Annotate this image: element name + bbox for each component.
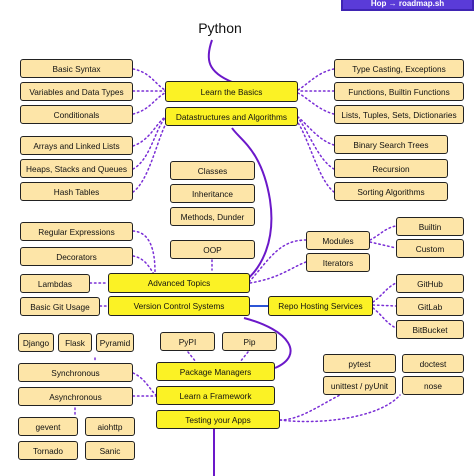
node-lambdas[interactable]: Lambdas (20, 274, 90, 293)
node-hash-tables[interactable]: Hash Tables (20, 182, 133, 201)
node-lists-tuples[interactable]: Lists, Tuples, Sets, Dictionaries (334, 105, 464, 124)
node-sorting[interactable]: Sorting Algorithms (334, 182, 448, 201)
link-github (372, 282, 397, 303)
node-vcs[interactable]: Version Control Systems (108, 296, 250, 316)
node-learn-framework[interactable]: Learn a Framework (156, 386, 275, 405)
node-unittest[interactable]: unittest / pyUnit (323, 376, 396, 395)
node-testing[interactable]: Testing your Apps (156, 410, 280, 429)
node-sanic[interactable]: Sanic (85, 441, 135, 460)
node-pytest[interactable]: pytest (323, 354, 396, 373)
link-regex (132, 230, 156, 273)
node-variables[interactable]: Variables and Data Types (20, 82, 133, 101)
link-bitbucket (372, 307, 397, 329)
node-custom[interactable]: Custom (396, 239, 464, 258)
node-github[interactable]: GitHub (396, 274, 464, 293)
node-pyramid[interactable]: Pyramid (96, 333, 134, 352)
node-package-managers[interactable]: Package Managers (156, 362, 275, 381)
node-nose[interactable]: nose (402, 376, 464, 395)
node-functions[interactable]: Functions, Builtin Functions (334, 82, 464, 101)
node-recursion[interactable]: Recursion (334, 159, 448, 178)
node-arrays[interactable]: Arrays and Linked Lists (20, 136, 133, 155)
link-iterators (249, 261, 307, 284)
link-hash (132, 119, 169, 193)
roadmap-link-button[interactable]: Hop → roadmap.sh (341, 0, 474, 11)
node-conditionals[interactable]: Conditionals (20, 105, 133, 124)
node-oop[interactable]: OOP (170, 240, 255, 259)
node-gitlab[interactable]: GitLab (396, 297, 464, 316)
node-basic-syntax[interactable]: Basic Syntax (20, 59, 133, 78)
spine-path (243, 317, 292, 369)
node-asynchronous[interactable]: Asynchronous (18, 387, 133, 406)
link-pip (239, 351, 249, 363)
node-datastructures[interactable]: Datastructures and Algorithms (165, 107, 298, 126)
node-django[interactable]: Django (18, 333, 54, 352)
link-builtin (369, 225, 397, 241)
link-arrays (132, 116, 166, 147)
node-type-casting[interactable]: Type Casting, Exceptions (334, 59, 464, 78)
node-methods-dunder[interactable]: Methods, Dunder (170, 207, 255, 226)
node-decorators[interactable]: Decorators (20, 247, 133, 266)
node-doctest[interactable]: doctest (402, 354, 464, 373)
node-pip[interactable]: Pip (222, 332, 277, 351)
node-repo-hosting[interactable]: Repo Hosting Services (268, 296, 373, 316)
spine-path (231, 127, 273, 283)
page-title: Python (198, 20, 242, 36)
link-testing (279, 394, 341, 421)
node-advanced-topics[interactable]: Advanced Topics (108, 273, 250, 293)
node-synchronous[interactable]: Synchronous (18, 363, 133, 382)
node-bst[interactable]: Binary Search Trees (334, 135, 448, 154)
link-bst (297, 116, 335, 146)
node-modules[interactable]: Modules (306, 231, 370, 250)
link-custom (369, 241, 397, 249)
link-gitlab (372, 304, 397, 307)
link-type-casting (297, 68, 335, 91)
node-tornado[interactable]: Tornado (18, 441, 78, 460)
link-conditionals (132, 92, 166, 115)
node-gevent[interactable]: gevent (18, 417, 78, 436)
node-classes[interactable]: Classes (170, 161, 255, 180)
node-inheritance[interactable]: Inheritance (170, 184, 255, 203)
link-heaps (132, 117, 166, 170)
node-bitbucket[interactable]: BitBucket (396, 320, 464, 339)
link-lists (297, 92, 335, 115)
node-aiohttp[interactable]: aiohttp (85, 417, 135, 436)
link-basic-syntax (132, 68, 166, 91)
node-builtin[interactable]: Builtin (396, 217, 464, 236)
node-learn-basics[interactable]: Learn the Basics (165, 81, 298, 102)
link-testing2 (279, 394, 401, 423)
link-sync (132, 372, 157, 396)
node-heaps[interactable]: Heaps, Stacks and Queues (20, 159, 133, 178)
spine-path (207, 39, 233, 83)
node-pypi[interactable]: PyPI (160, 332, 215, 351)
node-flask[interactable]: Flask (58, 333, 92, 352)
link-sorting (295, 119, 335, 193)
node-regex[interactable]: Regular Expressions (20, 222, 133, 241)
link-modules (249, 239, 307, 282)
link-pypi (187, 351, 197, 363)
link-recursion (297, 117, 335, 170)
node-iterators[interactable]: Iterators (306, 253, 370, 272)
node-basic-git[interactable]: Basic Git Usage (20, 297, 100, 316)
